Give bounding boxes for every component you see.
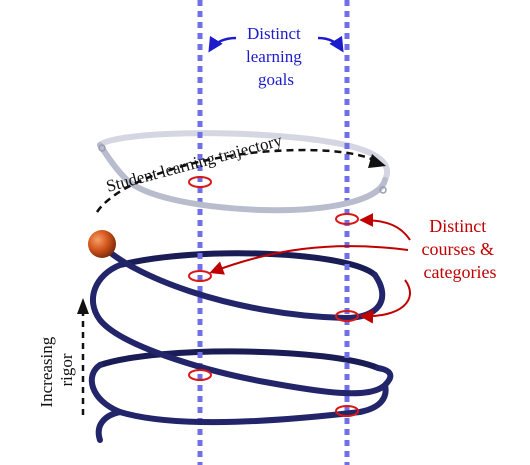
marker-top-left xyxy=(188,176,212,188)
double-headed-arrow-icon xyxy=(208,35,344,53)
helix-descent-3 xyxy=(88,362,389,426)
curved-arrow-icon xyxy=(209,213,411,324)
helix-coil-top-front xyxy=(97,142,388,214)
helix-back-segments xyxy=(97,130,391,371)
sphere-icon xyxy=(88,230,116,258)
trajectory-arrow xyxy=(95,148,379,213)
course-markers xyxy=(188,176,359,417)
marker-mid-right xyxy=(335,310,359,322)
goal-guide-lines xyxy=(197,0,350,465)
marker-mid-left xyxy=(188,270,212,282)
helix-coil-lower-back xyxy=(97,348,381,371)
rigor-label: Increasing rigor xyxy=(37,332,76,407)
goals-label: Distinct learning goals xyxy=(246,24,306,89)
helix-coil-top-back xyxy=(97,130,391,183)
marker-low-left xyxy=(188,369,212,381)
helix-coil-middle-back xyxy=(117,250,378,278)
courses-label: Distinct courses & categories xyxy=(422,216,499,282)
trajectory-arrowhead xyxy=(368,154,386,168)
rigor-arrow xyxy=(77,298,89,415)
marker-top-right xyxy=(335,213,359,225)
helix-tail xyxy=(95,409,123,443)
helix-descent-1 xyxy=(99,242,386,322)
helix-front-segments xyxy=(88,142,394,443)
marker-low-right xyxy=(335,405,359,417)
